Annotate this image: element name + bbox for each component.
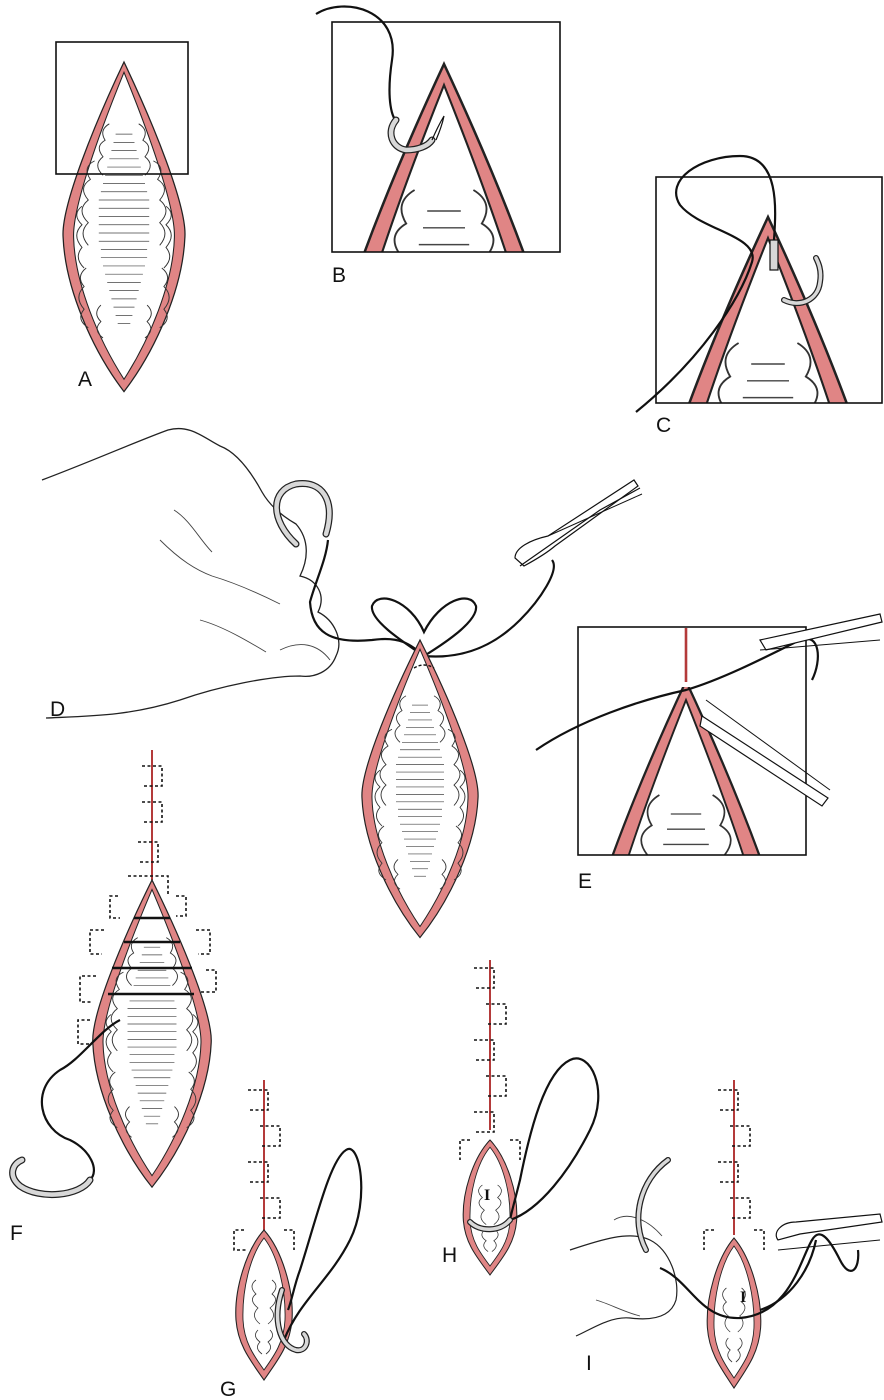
panel-f: F [10,750,216,1245]
panel-label-f: F [10,1222,23,1245]
panel-label-e: E [578,870,592,893]
panel-label-g: G [220,1378,236,1400]
suture-thread [316,6,398,122]
forceps [515,480,642,566]
panel-b: B [316,6,566,736]
panel-label-c: C [656,414,671,437]
panel-label-h: H [442,1244,457,1267]
panel-d: D [42,429,642,938]
panel-h: I H [442,960,598,1275]
panel-label-d: D [50,698,65,721]
panel-a: A [56,42,188,392]
panel-e: E [536,614,882,1289]
stitch-mark: I [484,1187,490,1204]
panel-label-a: A [78,368,92,391]
suture-loop [510,1058,598,1220]
suture-loop [284,1149,361,1340]
hand-outline [42,429,339,718]
forceps [776,1214,882,1250]
suture-thread [310,540,424,656]
panel-g: G [220,1080,361,1400]
panel-label-i: I [586,1352,592,1375]
hand-outline [570,1236,677,1336]
stitch-mark: I [740,1289,746,1306]
panel-label-b: B [332,264,346,287]
panel-i: I I [570,1080,882,1388]
needle-holder-tip [770,240,778,270]
